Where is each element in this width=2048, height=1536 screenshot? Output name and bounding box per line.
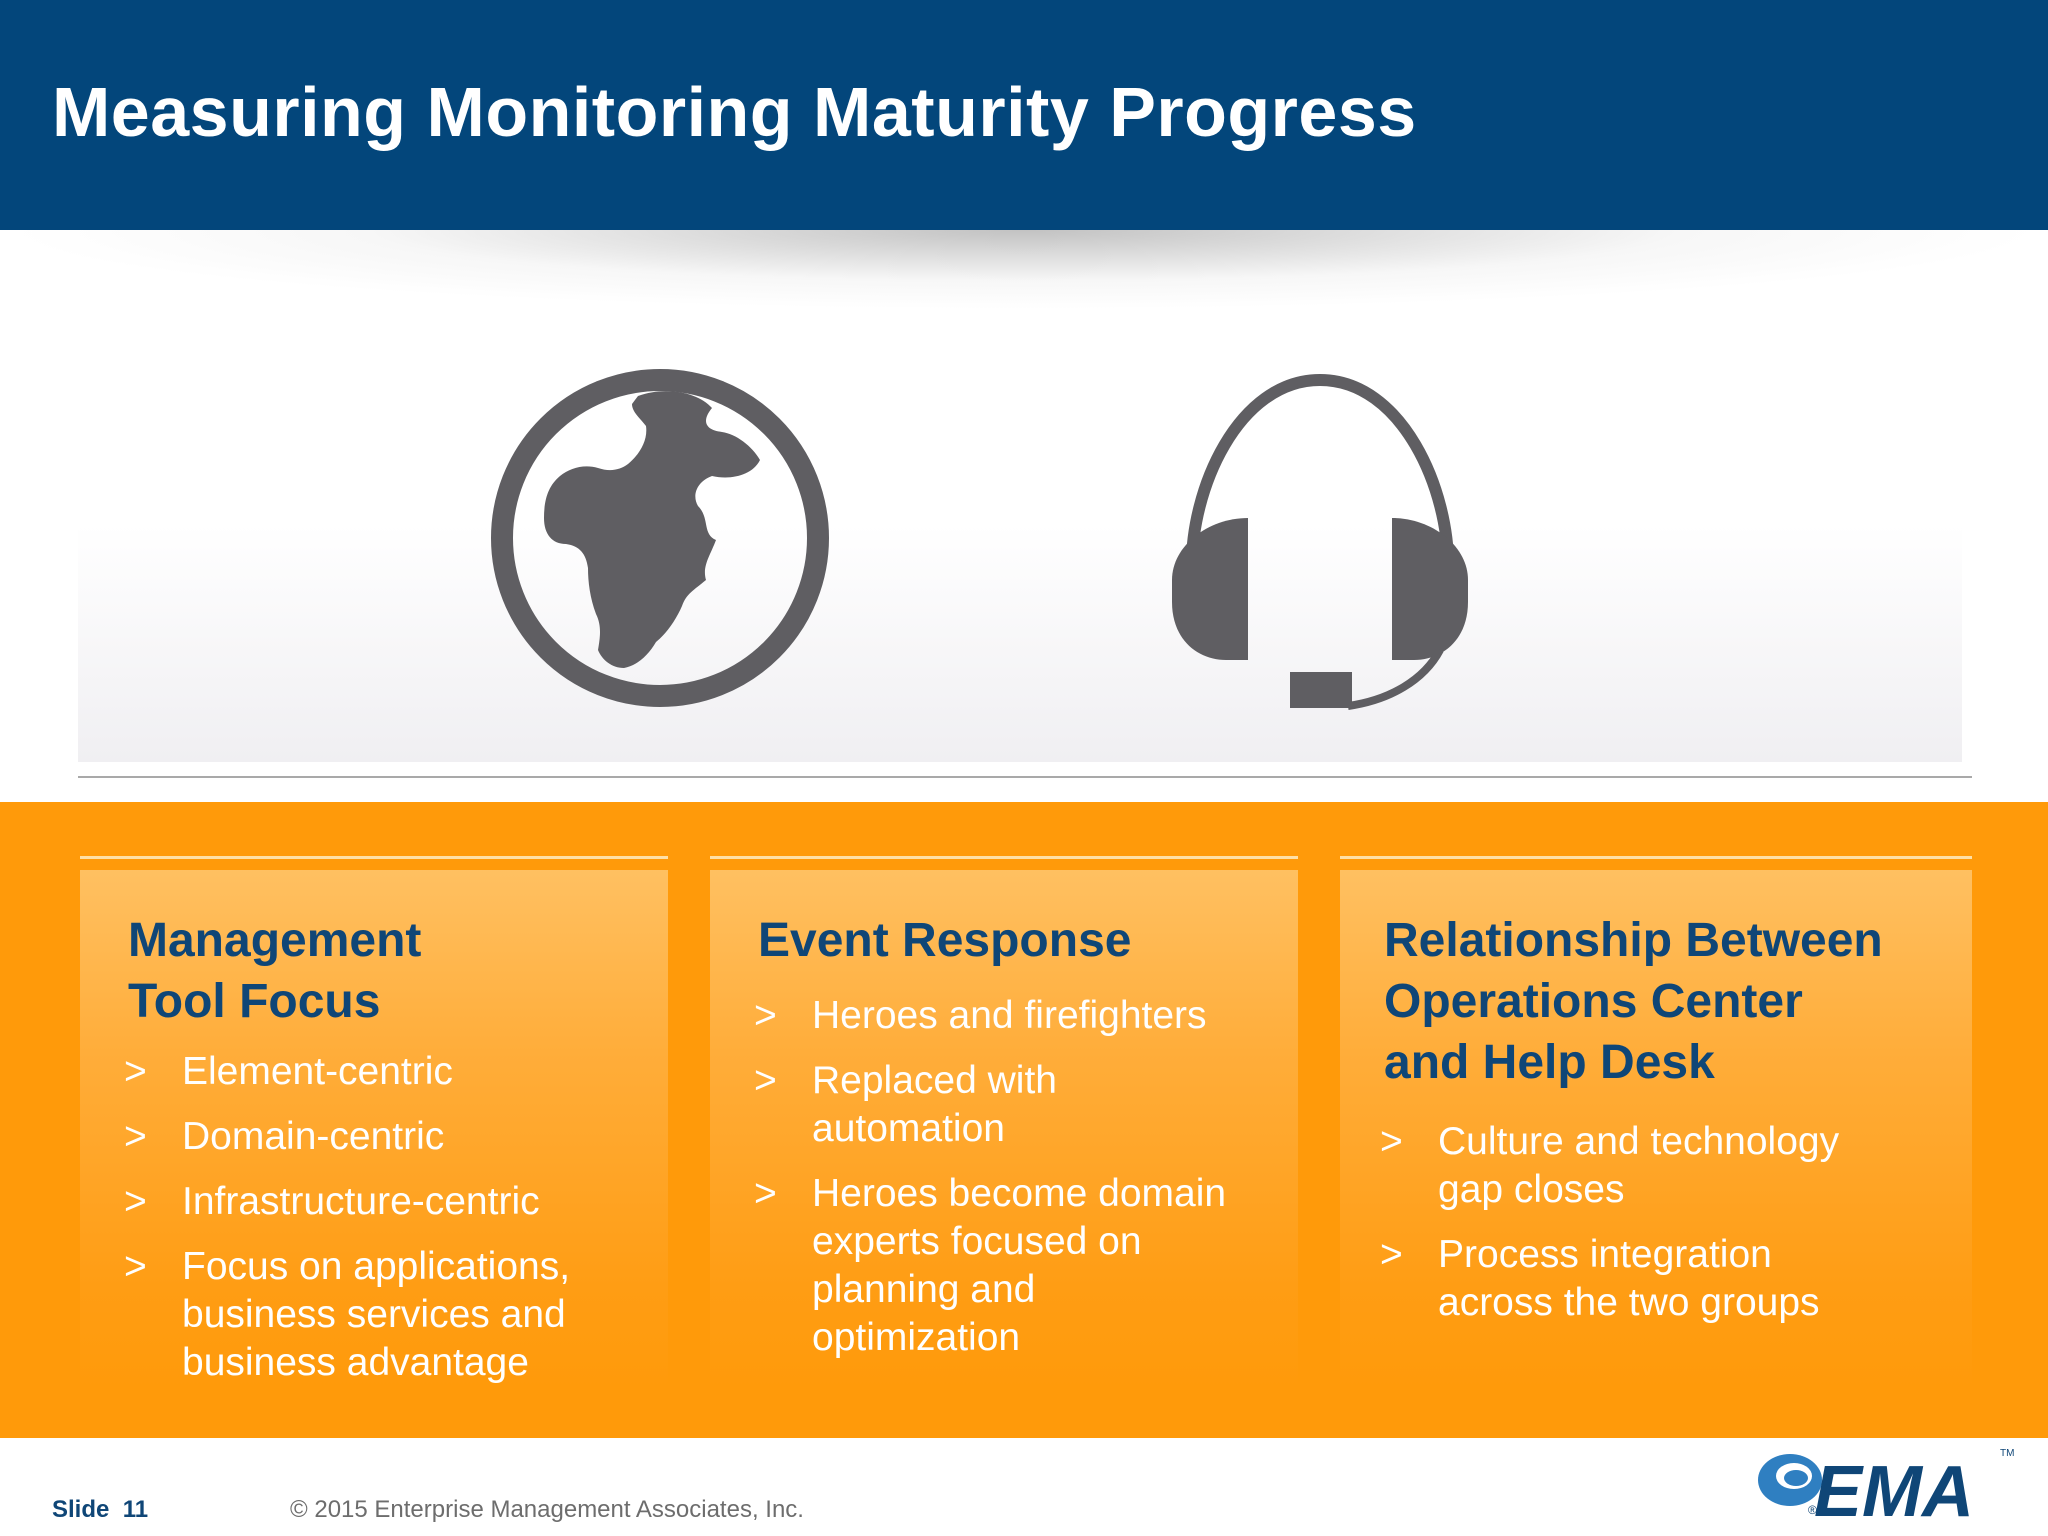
bullet-marker: > [1380, 1233, 1403, 1276]
column-title-management: Management Tool Focus [128, 910, 421, 1032]
headset-icon [1172, 373, 1468, 710]
bullet-text: Culture and technology [1438, 1120, 1840, 1163]
list-item: > Focus on applications, business services… [124, 1243, 654, 1387]
bullet-text: Domain-centric [182, 1115, 445, 1158]
bullet-text: business services and [182, 1293, 566, 1336]
ema-logo: EMA ® TM [1758, 1448, 2014, 1522]
slide-number-value: 11 [122, 1496, 149, 1523]
bullet-marker: > [754, 1172, 777, 1215]
title-line: Event Response [758, 914, 1132, 967]
list-item: > Heroes and firefighters [754, 992, 1284, 1040]
title-line: Tool Focus [128, 975, 381, 1028]
slide-label: Slide [52, 1496, 110, 1523]
bullet-text: experts focused on [812, 1220, 1142, 1263]
logo-registered: ® [1808, 1503, 1817, 1517]
bullet-text: Focus on applications, [182, 1245, 571, 1288]
bullet-text: Element-centric [182, 1050, 453, 1093]
bullet-marker: > [754, 994, 777, 1037]
panel-rule [80, 856, 668, 859]
bullet-marker: > [124, 1245, 147, 1288]
title-bar: Measuring Monitoring Maturity Progress [0, 0, 2048, 230]
bullet-list-event-response: > Heroes and firefighters > Replaced with a… [754, 992, 1284, 1379]
list-item: > Infrastructure-centric [124, 1178, 654, 1226]
section-divider [78, 776, 1972, 778]
title-line: Management [128, 914, 422, 967]
panel-event-response [710, 870, 1298, 1390]
bullet-marker: > [124, 1050, 147, 1093]
title-line: Relationship Between [1384, 914, 1883, 967]
bullet-marker: > [124, 1180, 147, 1223]
logo-text: EMA [1814, 1452, 1974, 1522]
header-shadow [0, 230, 2048, 310]
bullet-list-management: > Element-centric > Domain-centric > Infras… [124, 1048, 654, 1404]
bullet-marker: > [754, 1059, 777, 1102]
bullet-marker: > [124, 1115, 147, 1158]
panel-rule [710, 856, 1298, 859]
column-title-relationship: Relationship Between Operations Center a… [1384, 910, 1883, 1093]
panel-management-tool-focus [80, 870, 668, 1390]
list-item: > Heroes become domain experts focused on p… [754, 1170, 1284, 1362]
panel-relationship [1340, 870, 1972, 1390]
list-item: > Domain-centric [124, 1113, 654, 1161]
bullet-text: Heroes and firefighters [812, 994, 1207, 1037]
globe-icon [491, 369, 829, 707]
bullet-marker: > [1380, 1120, 1403, 1163]
bullet-text: planning and [812, 1268, 1036, 1311]
title-line: and Help Desk [1384, 1036, 1715, 1089]
slide-title: Measuring Monitoring Maturity Progress [52, 73, 1417, 151]
list-item: > Element-centric [124, 1048, 654, 1096]
bullet-text: gap closes [1438, 1168, 1625, 1211]
bullet-text: Heroes become domain [812, 1172, 1227, 1215]
column-title-event-response: Event Response [758, 910, 1131, 971]
bullet-text: business advantage [182, 1341, 529, 1384]
bullet-text: Replaced with [812, 1059, 1057, 1102]
logo-trademark: TM [2000, 1448, 2014, 1459]
copyright: © 2015 Enterprise Management Associates,… [290, 1496, 804, 1523]
panel-rule [1340, 856, 1972, 859]
icon-band [78, 330, 1962, 762]
bullet-text: Infrastructure-centric [182, 1180, 540, 1223]
bullet-text: automation [812, 1107, 1005, 1150]
list-item: > Replaced with automation [754, 1057, 1284, 1153]
title-line: Operations Center [1384, 975, 1803, 1028]
slide-number: Slide 11 [52, 1496, 148, 1524]
bullet-text: Process integration [1438, 1233, 1772, 1276]
bullet-text: across the two groups [1438, 1281, 1820, 1324]
list-item: > Process integration across the two group… [1380, 1231, 1960, 1327]
list-item: > Culture and technology gap closes [1380, 1118, 1960, 1214]
bullet-text: optimization [812, 1316, 1021, 1359]
bullet-list-relationship: > Culture and technology gap closes > Proce… [1380, 1118, 1960, 1344]
